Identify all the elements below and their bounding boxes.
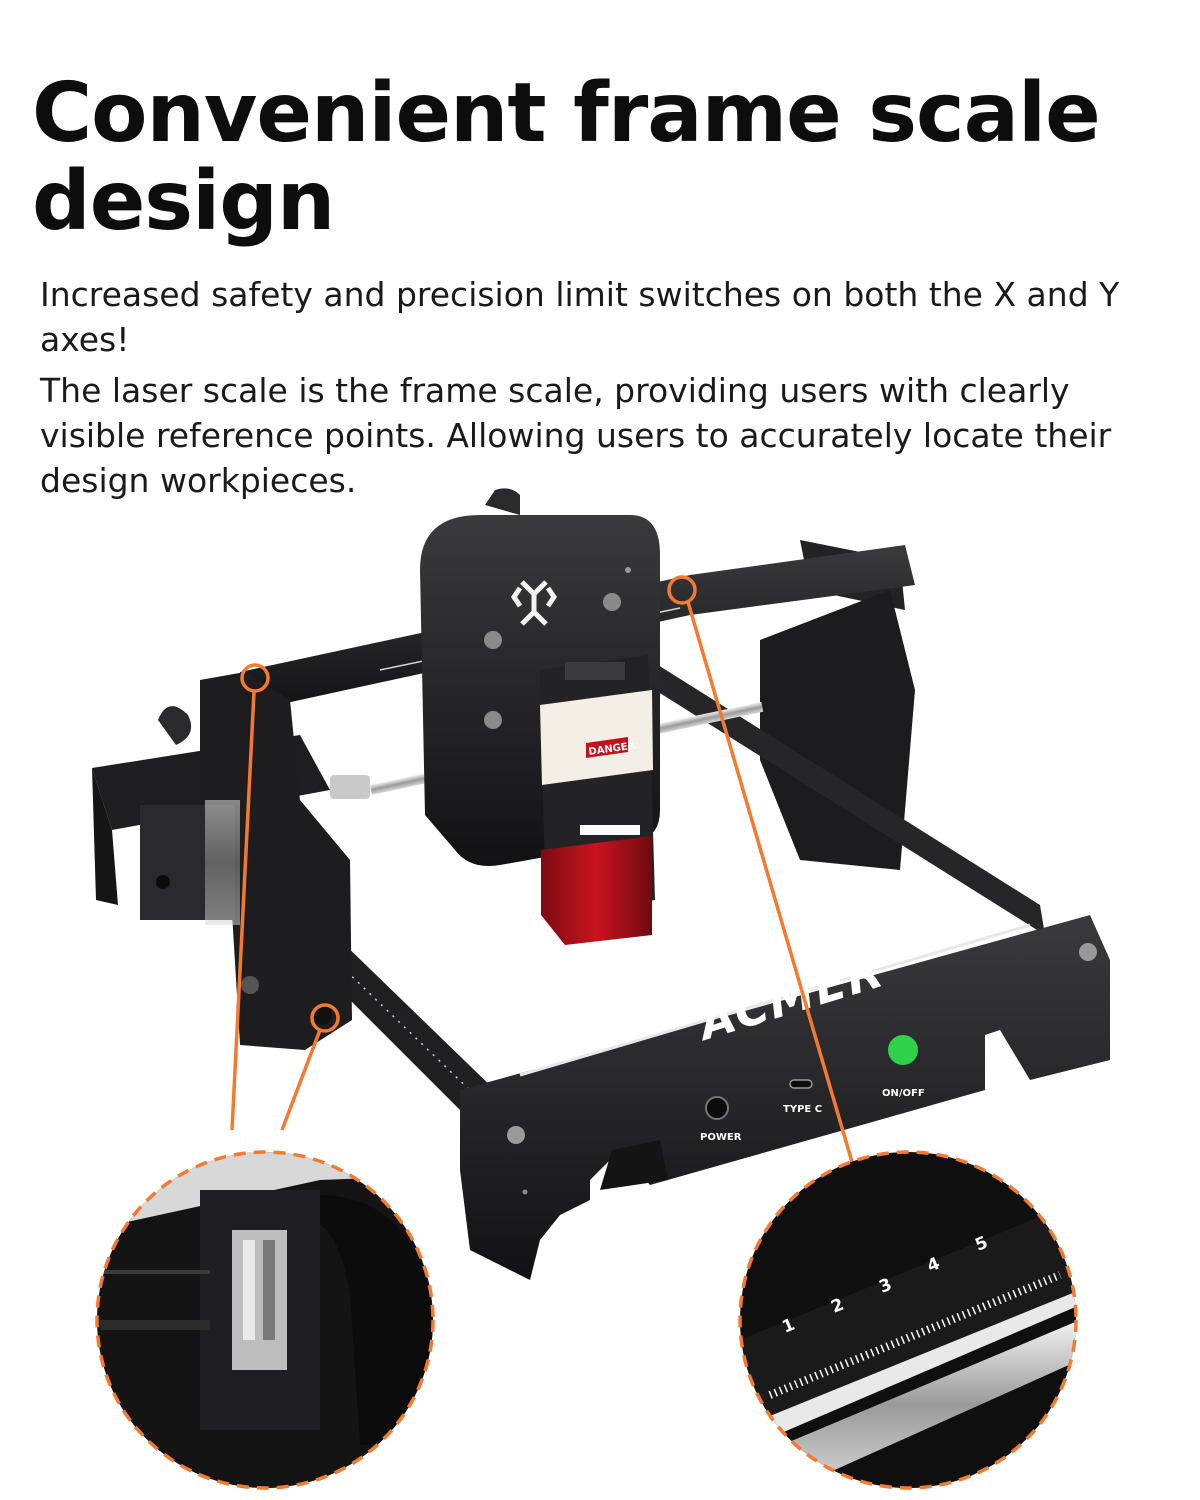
feature-text-limit-switches: Increased safety and precision limit swi…: [40, 275, 1120, 359]
limit-switch-body: [232, 1230, 287, 1370]
power-port: [705, 1096, 729, 1120]
power-button[interactable]: [888, 1035, 918, 1065]
type-c-port: [789, 1079, 813, 1089]
front-panel: [460, 915, 1110, 1280]
callout-marker-front-scale: [310, 1003, 340, 1033]
zoom-limit-switch: [95, 1150, 435, 1490]
page-title: Convenient frame scale design: [32, 66, 1101, 249]
on-off-label: ON/OFF: [882, 1088, 925, 1099]
callout-lines: [230, 575, 854, 1163]
type-c-label: TYPE C: [783, 1104, 822, 1115]
y-axis-rail-scale: [305, 935, 500, 1120]
right-frame-block: [760, 590, 915, 870]
feature-text-frame-scale: The laser scale is the frame scale, prov…: [40, 371, 1112, 500]
laser-module: DANGER: [540, 655, 655, 945]
y-axis-rail-right: [650, 660, 1045, 935]
zoom-frame-scale: 1 2 3 4 5: [738, 1150, 1078, 1490]
left-end-block: [140, 672, 352, 1050]
callout-marker-x-scale: [667, 575, 697, 605]
laser-lens-housing: [541, 836, 652, 945]
power-label: POWER: [700, 1132, 742, 1143]
carriage-logo: [510, 580, 558, 626]
callout-marker-y-switch: [240, 663, 270, 693]
